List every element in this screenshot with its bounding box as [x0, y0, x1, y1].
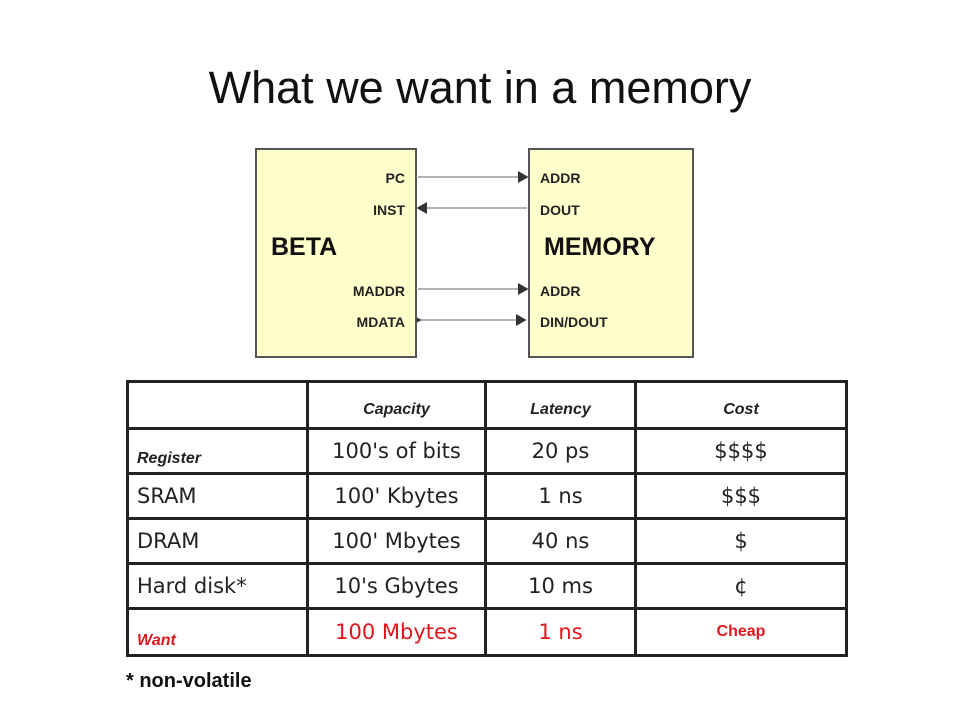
footnote: * non-volatile — [126, 670, 252, 692]
row-label: Want — [126, 607, 309, 657]
header-cost: Cost — [634, 380, 848, 430]
signal-din-dout: DIN/DOUT — [540, 314, 608, 330]
cell-latency: 40 ns — [484, 517, 637, 565]
cell-latency: 1 ns — [484, 472, 637, 520]
memory-label: MEMORY — [544, 233, 656, 261]
signal-addr: ADDR — [540, 170, 581, 186]
row-label: Hard disk* — [126, 562, 309, 610]
beta-box: BETA PC INST MADDR MDATA — [255, 148, 417, 358]
cell-capacity: 100' Mbytes — [306, 517, 487, 565]
table-row: SRAM 100' Kbytes 1 ns $$$ — [126, 472, 848, 520]
row-label: SRAM — [126, 472, 309, 520]
table-row: Hard disk* 10's Gbytes 10 ms ¢ — [126, 562, 848, 610]
table-row: DRAM 100' Mbytes 40 ns $ — [126, 517, 848, 565]
cell-latency: 10 ms — [484, 562, 637, 610]
table-row-want: Want 100 Mbytes 1 ns Cheap — [126, 607, 848, 657]
cell-cost: $$$$ — [634, 427, 848, 475]
cell-capacity: 10's Gbytes — [306, 562, 487, 610]
signal-inst: INST — [373, 202, 405, 218]
cell-cost: ¢ — [634, 562, 848, 610]
cell-latency: 1 ns — [484, 607, 637, 657]
row-label: Register — [126, 427, 309, 475]
signal-maddr: MADDR — [352, 283, 405, 299]
table-header-row: Capacity Latency Cost — [126, 380, 848, 430]
cell-cost: $ — [634, 517, 848, 565]
signal-addr-2: ADDR — [540, 283, 581, 299]
beta-label: BETA — [271, 233, 338, 261]
cell-latency: 20 ps — [484, 427, 637, 475]
cell-cost: Cheap — [634, 607, 848, 657]
header-capacity: Capacity — [306, 380, 487, 430]
header-blank — [126, 380, 309, 430]
page-title: What we want in a memory — [208, 62, 752, 113]
row-label: DRAM — [126, 517, 309, 565]
header-latency: Latency — [484, 380, 637, 430]
memory-comparison-table: Capacity Latency Cost Register 100's of … — [126, 380, 848, 657]
cell-capacity: 100 Mbytes — [306, 607, 487, 657]
memory-box: MEMORY ADDR DOUT ADDR DIN/DOUT — [528, 148, 694, 358]
signal-mdata: MDATA — [356, 314, 405, 330]
cell-cost: $$$ — [634, 472, 848, 520]
signal-pc: PC — [385, 170, 405, 186]
signal-dout: DOUT — [540, 202, 580, 218]
table-row: Register 100's of bits 20 ps $$$$ — [126, 427, 848, 475]
cell-capacity: 100's of bits — [306, 427, 487, 475]
cell-capacity: 100' Kbytes — [306, 472, 487, 520]
